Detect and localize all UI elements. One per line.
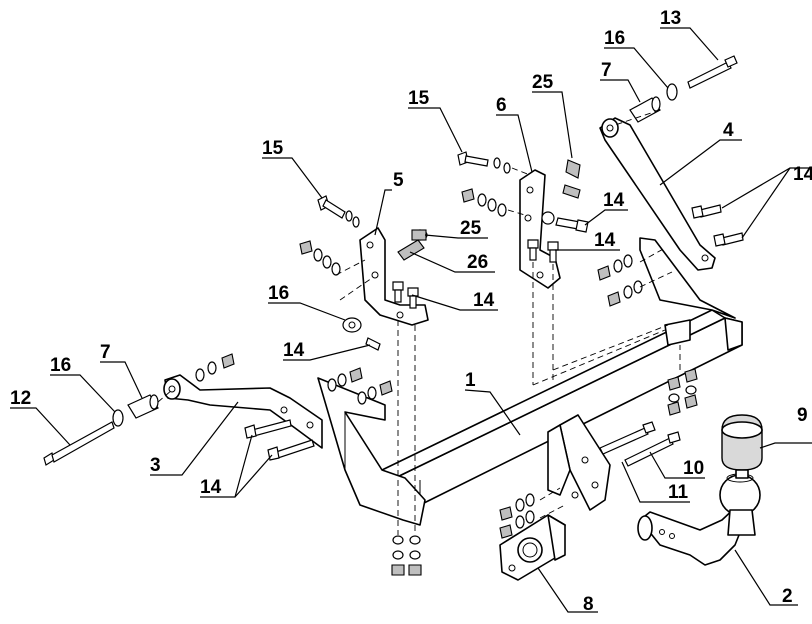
bolt-14-bracket-6-side [541,211,589,233]
bolt-15-left [317,195,360,228]
label-11: 11 [668,482,689,503]
label-26: 26 [467,252,488,273]
label-6: 6 [496,95,507,116]
left-end-bracket [317,377,426,526]
bolts-14-right-arm [691,204,744,247]
nuts-bracket-6 [461,188,507,217]
nuts-under-right-end [667,368,698,416]
label-14-bracket-6-side: 14 [603,190,625,211]
label-14-right-arm: 14 [793,164,812,185]
label-5: 5 [393,170,404,191]
label-16-right: 16 [604,28,625,49]
bolt-14-left-a [244,419,292,439]
label-16-bracket-5: 16 [268,283,289,304]
label-4: 4 [723,120,734,141]
label-7-right: 7 [601,60,612,81]
nuts-left-end [327,367,393,405]
crossbar [381,309,743,506]
socket-plate [499,514,566,581]
bolt-13 [687,55,738,89]
nuts-left-arm [195,353,235,382]
label-14-left-arm: 14 [200,477,222,498]
label-8: 8 [583,594,594,615]
label-12: 12 [10,388,31,409]
label-3: 3 [150,455,161,476]
nuts-right-end [597,254,643,307]
label-14-bracket-5-washer: 14 [283,340,305,361]
socket-bracket [547,414,611,511]
clip-26 [397,239,425,261]
spacer-7-left [127,394,159,419]
label-25-right: 25 [532,72,554,93]
right-arm [599,117,716,271]
label-13: 13 [660,8,681,29]
label-14-bracket-6-bolts: 14 [594,230,616,251]
label-9: 9 [797,405,808,426]
label-15-left: 15 [262,138,284,159]
ball-cap [721,414,763,479]
bracket-5 [359,227,429,326]
bolts-14-bracket-5 [392,281,419,309]
bracket-6 [519,169,561,289]
assembly-lines [157,109,681,535]
washer-16-right [666,83,678,101]
label-25-left: 25 [460,218,482,239]
bolt-11 [599,421,656,455]
label-16-left: 16 [50,355,71,376]
washer-16-bracket-5 [342,317,381,351]
label-1: 1 [465,370,476,391]
nuts-under-left-end [391,535,422,576]
bolt-12 [43,421,115,466]
label-14-bracket-5-bolts: 14 [473,290,495,311]
part-labels: 1 2 3 4 5 6 7 7 8 9 10 11 12 13 14 14 14… [10,8,812,615]
bolt-10 [624,431,681,467]
left-arm [163,374,323,449]
bolt-14-left-b [267,439,315,461]
label-15-right: 15 [408,88,430,109]
nuts-bracket-5 [299,240,341,276]
spacer-7-right [629,96,661,123]
clip-25-left [411,229,428,241]
washer-16-left [112,409,124,427]
bolt-15-right [457,151,511,174]
clip-25-right [562,159,581,199]
nuts-socket-plate [499,493,535,539]
tow-ball [637,473,761,566]
label-7-left: 7 [100,342,111,363]
label-2: 2 [782,586,793,607]
leader-lines [10,27,812,613]
label-10: 10 [683,458,704,479]
right-end-bracket [639,237,736,346]
